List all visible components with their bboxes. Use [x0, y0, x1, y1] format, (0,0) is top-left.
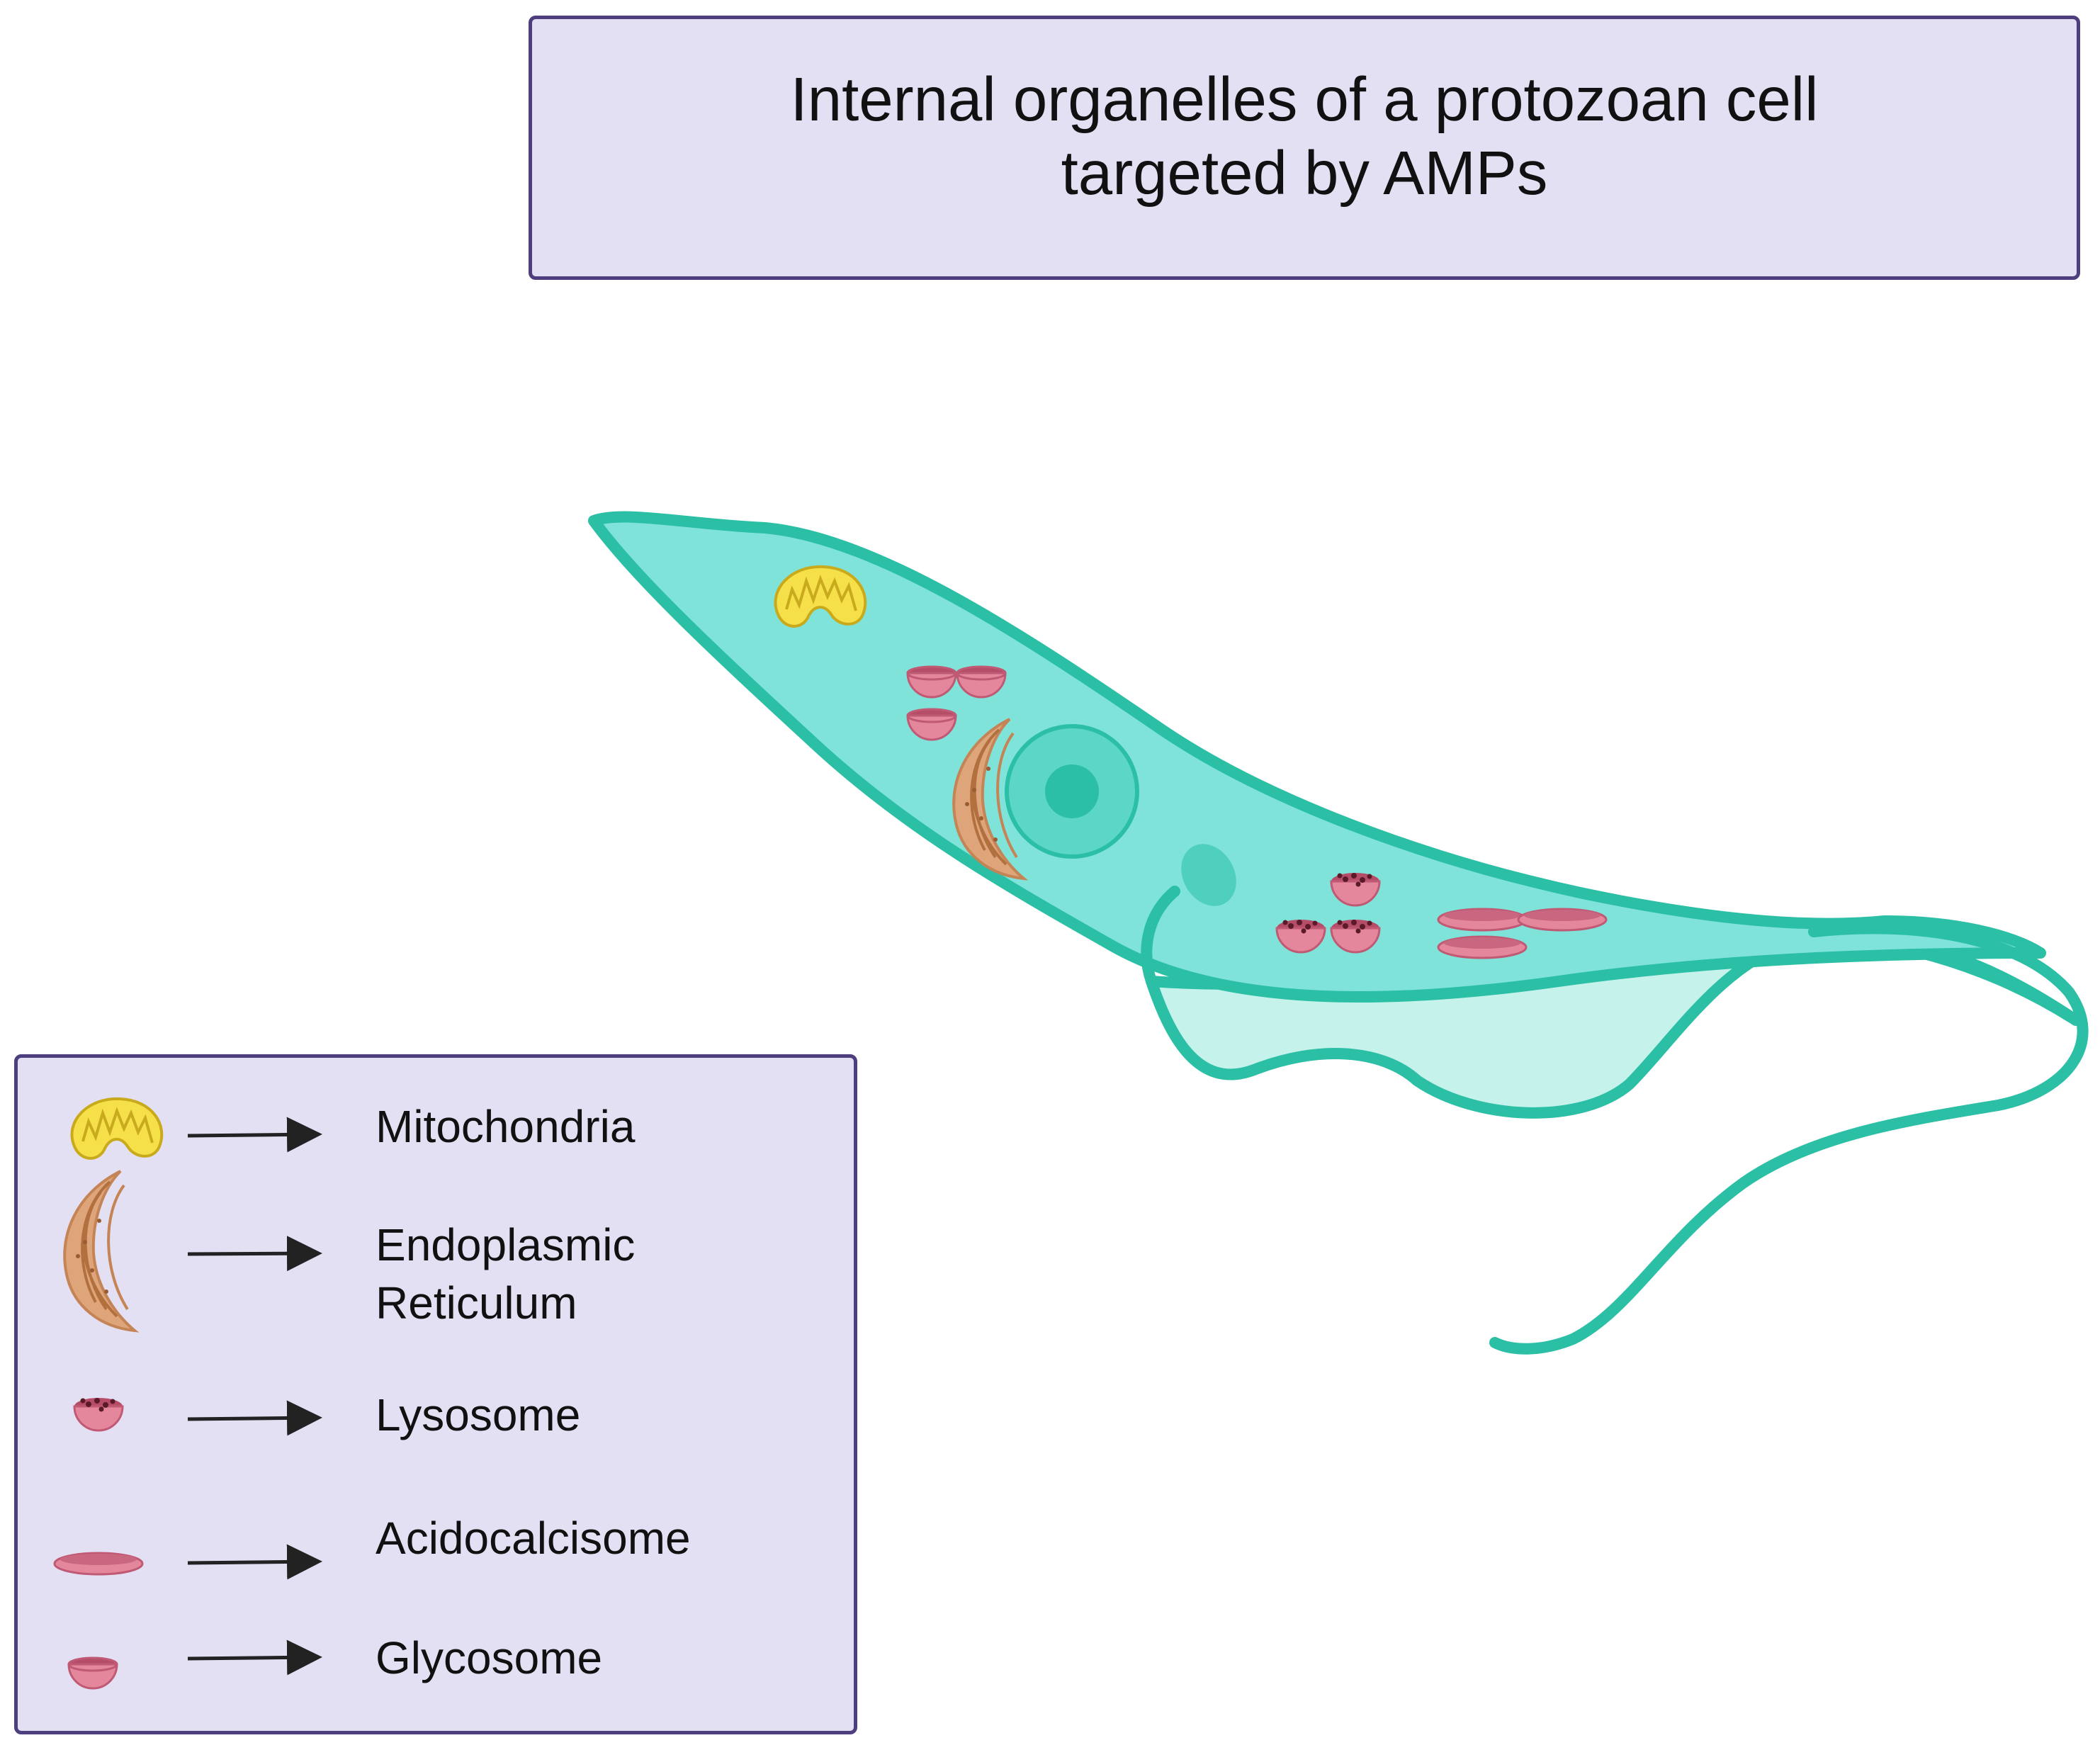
arrow-icon: [187, 1236, 322, 1272]
arrow-icon: [187, 1639, 322, 1676]
cell-acidocalcisome-icon: [1517, 908, 1608, 932]
legend-label-mitochondria: Mitochondria: [376, 1101, 636, 1152]
kinetoplast: [1181, 844, 1236, 906]
legend-label-endoplasmic: Endoplasmic: [376, 1219, 636, 1270]
mitochondria-icon: [70, 1097, 164, 1160]
title-panel: Internal organelles of a protozoan cell …: [529, 16, 2080, 280]
title-line-2: targeted by AMPs: [1061, 138, 1548, 208]
arrow-icon: [187, 1400, 322, 1436]
cell-acidocalcisome-icon: [1437, 908, 1528, 932]
legend-label-reticulum: Reticulum: [376, 1277, 577, 1328]
acidocalcisome-icon: [53, 1552, 144, 1576]
glycosome-icon: [67, 1656, 118, 1690]
cell-acidocalcisome-icon: [1437, 935, 1528, 959]
arrow-icon: [187, 1544, 322, 1580]
legend-label-lysosome: Lysosome: [376, 1389, 581, 1440]
legend-label-glycosome: Glycosome: [376, 1632, 603, 1683]
protozoan-cell-body: [588, 511, 2046, 1003]
legend-label-acidocalcisome: Acidocalcisome: [376, 1513, 691, 1564]
legend-icons: [53, 1097, 322, 1690]
lysosome-icon: [73, 1396, 124, 1432]
flagellum: [1489, 922, 2089, 1355]
title-line-1: Internal organelles of a protozoan cell: [790, 64, 1819, 134]
endoplasmic-reticulum-icon: [63, 1170, 136, 1332]
arrow-icon: [187, 1117, 322, 1153]
nucleolus: [1045, 764, 1099, 818]
flagellar-pocket: [1141, 886, 1180, 987]
legend-panel: Mitochondria Endoplasmic Reticulum Lysos…: [14, 1054, 857, 1734]
